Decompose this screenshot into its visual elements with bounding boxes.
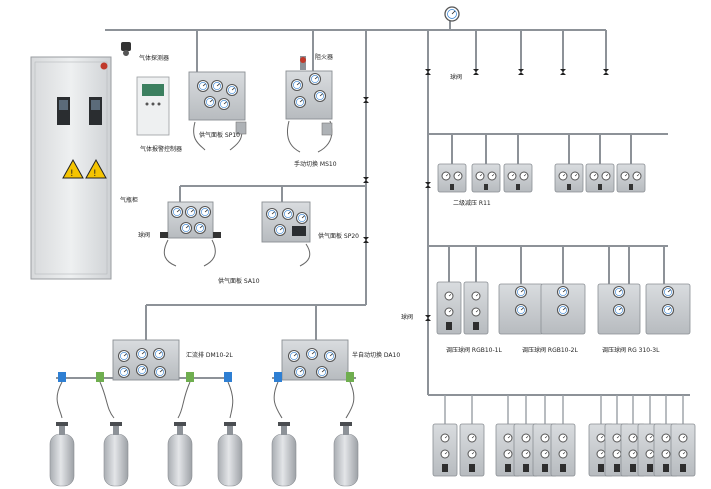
dm10-label: 汇流排 DM10-2L — [186, 351, 233, 359]
regulator-rgb10-1l — [437, 282, 488, 334]
flame-arrestor-label: 阻火器 — [315, 53, 333, 61]
regulator-rgb10-2l — [498, 283, 586, 335]
pipelines — [56, 12, 690, 425]
gas-cylinder-icon — [49, 381, 359, 487]
switch-valve-top-label: 球阀 — [450, 73, 462, 81]
point-of-use-panels — [433, 424, 695, 476]
semi-auto-da10 — [274, 339, 354, 382]
da10-label: 半自动切换 DA10 — [352, 351, 400, 359]
rg310-3l-label: 调压球阀 RG 310-3L — [602, 346, 660, 354]
gas-cabinet-label: 气瓶柜 — [120, 196, 138, 204]
sp20-label: 供气面板 SP20 — [318, 232, 359, 240]
switch-valve-mid-label: 球阀 — [138, 231, 150, 239]
rgb10-1l-label: 调压球阀 RGB10-1L — [446, 346, 502, 354]
sp10-label: 供气面板 SP10 — [199, 131, 240, 139]
ms10-label: 手动切换 MS10 — [294, 160, 337, 168]
rgb10-2l-label: 调压球阀 RGB10-2L — [522, 346, 578, 354]
r11-label: 二级减压 R11 — [453, 199, 491, 207]
svg-text:!: ! — [93, 169, 97, 179]
manifold-dm10 — [58, 339, 232, 382]
warning-sign-icon: ! ! — [62, 158, 107, 179]
manual-switch-ms10 — [285, 56, 333, 153]
sa10-label: 供气面板 SA10 — [218, 277, 260, 285]
svg-text:!: ! — [70, 169, 74, 179]
gas-detector-label: 气体探测器 — [139, 54, 169, 62]
regulator-rg310-3l — [597, 283, 691, 335]
gas-controller — [136, 76, 170, 136]
gas-controller-label: 气体报警控制器 — [140, 145, 182, 153]
main-gauge-icon — [444, 6, 460, 22]
supply-panel-sa10 — [160, 201, 221, 267]
supply-panel-sp10 — [188, 71, 247, 151]
switch-valve-low-label: 球阀 — [401, 313, 413, 321]
detector-icon — [121, 42, 131, 56]
gas-cabinet: ! ! — [30, 56, 112, 280]
supply-panel-sp20 — [261, 201, 311, 267]
secondary-reducer-r11 — [438, 164, 645, 192]
